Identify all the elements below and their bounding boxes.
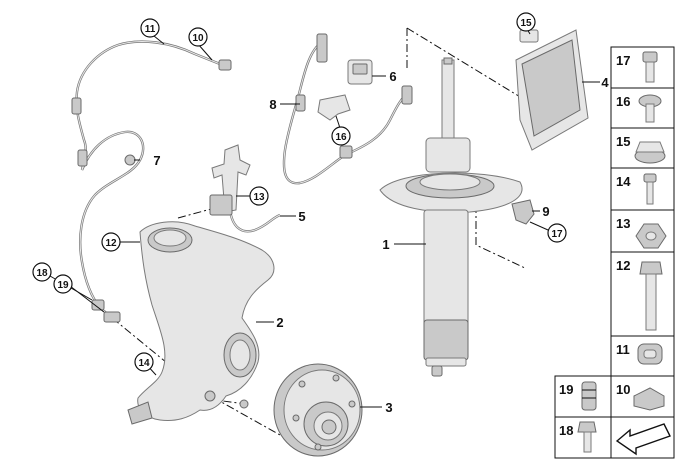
callout-6: 6 xyxy=(389,69,396,84)
callout-14: 14 xyxy=(134,352,154,372)
control-unit[interactable] xyxy=(515,29,589,151)
orientation-cell xyxy=(610,416,675,459)
sensor-lead-assembly[interactable] xyxy=(282,33,413,185)
svg-text:15: 15 xyxy=(616,134,630,149)
callout-8: 8 xyxy=(269,97,276,112)
svg-text:19: 19 xyxy=(57,280,69,291)
legend-cell-13: 13 xyxy=(610,209,675,253)
svg-text:14: 14 xyxy=(138,358,150,369)
cable-holder-icon xyxy=(637,343,663,365)
svg-text:11: 11 xyxy=(616,342,630,357)
sleeve-icon xyxy=(581,381,597,411)
legend-cell-15: 15 xyxy=(610,127,675,169)
callout-4: 4 xyxy=(601,75,609,90)
callout-18: 18 xyxy=(32,262,52,282)
callout-19: 19 xyxy=(53,274,73,294)
callout-11: 11 xyxy=(140,18,160,38)
legend-cell-11: 11 xyxy=(610,335,675,377)
svg-text:13: 13 xyxy=(616,216,630,231)
callout-2: 2 xyxy=(276,315,283,330)
direction-arrow-icon xyxy=(615,423,671,456)
collar-screw-icon xyxy=(577,421,597,453)
callout-12: 12 xyxy=(101,232,121,252)
wiring-bracket[interactable] xyxy=(209,144,281,233)
bolt-icon xyxy=(643,173,657,205)
svg-text:17: 17 xyxy=(616,53,630,68)
svg-text:19: 19 xyxy=(559,382,573,397)
callout-3: 3 xyxy=(385,400,392,415)
svg-text:12: 12 xyxy=(616,258,630,273)
svg-text:16: 16 xyxy=(616,94,630,109)
svg-text:13: 13 xyxy=(253,192,265,203)
hex-socket-bolt-icon xyxy=(642,51,658,83)
flange-nut-icon xyxy=(634,141,666,164)
long-hex-bolt-icon xyxy=(639,261,663,331)
svg-text:17: 17 xyxy=(551,229,563,240)
svg-text:12: 12 xyxy=(105,238,117,249)
shock-absorber[interactable] xyxy=(379,57,523,377)
callout-15: 15 xyxy=(516,12,536,32)
hardware-legend: 17 16 15 14 xyxy=(554,46,675,459)
bracket-clip-icon xyxy=(633,387,665,411)
svg-text:14: 14 xyxy=(616,174,631,189)
torx-screw-icon xyxy=(638,94,662,123)
svg-text:10: 10 xyxy=(616,382,630,397)
legend-cell-18: 18 xyxy=(554,416,612,459)
svg-text:18: 18 xyxy=(36,268,48,279)
callout-17: 17 xyxy=(547,223,567,243)
callout-9: 9 xyxy=(542,204,549,219)
steering-knuckle[interactable] xyxy=(127,221,275,425)
hex-nut-icon xyxy=(635,223,667,249)
svg-text:15: 15 xyxy=(520,18,532,29)
wheel-hub[interactable] xyxy=(273,363,363,457)
callout-10: 10 xyxy=(188,27,208,47)
legend-cell-10: 10 xyxy=(610,375,675,418)
callout-5: 5 xyxy=(298,209,305,224)
callout-16: 16 xyxy=(331,126,351,146)
legend-cell-14: 14 xyxy=(610,167,675,211)
svg-text:11: 11 xyxy=(145,24,156,35)
circled-callouts: 10 11 12 13 14 15 16 17 xyxy=(32,12,567,372)
svg-text:10: 10 xyxy=(192,33,204,44)
legend-cell-19: 19 xyxy=(554,375,612,418)
wheel-speed-sensor-harness[interactable] xyxy=(71,40,232,323)
callout-7: 7 xyxy=(153,153,160,168)
legend-cell-16: 16 xyxy=(610,87,675,129)
legend-cell-17: 17 xyxy=(610,46,675,89)
callout-numbers: 1 2 3 4 5 6 7 8 9 xyxy=(153,69,609,415)
callout-1: 1 xyxy=(382,237,389,252)
legend-cell-12: 12 xyxy=(610,251,675,337)
svg-text:18: 18 xyxy=(559,423,573,438)
svg-text:16: 16 xyxy=(335,132,347,143)
callout-13: 13 xyxy=(249,186,269,206)
clip-part[interactable] xyxy=(511,199,535,225)
